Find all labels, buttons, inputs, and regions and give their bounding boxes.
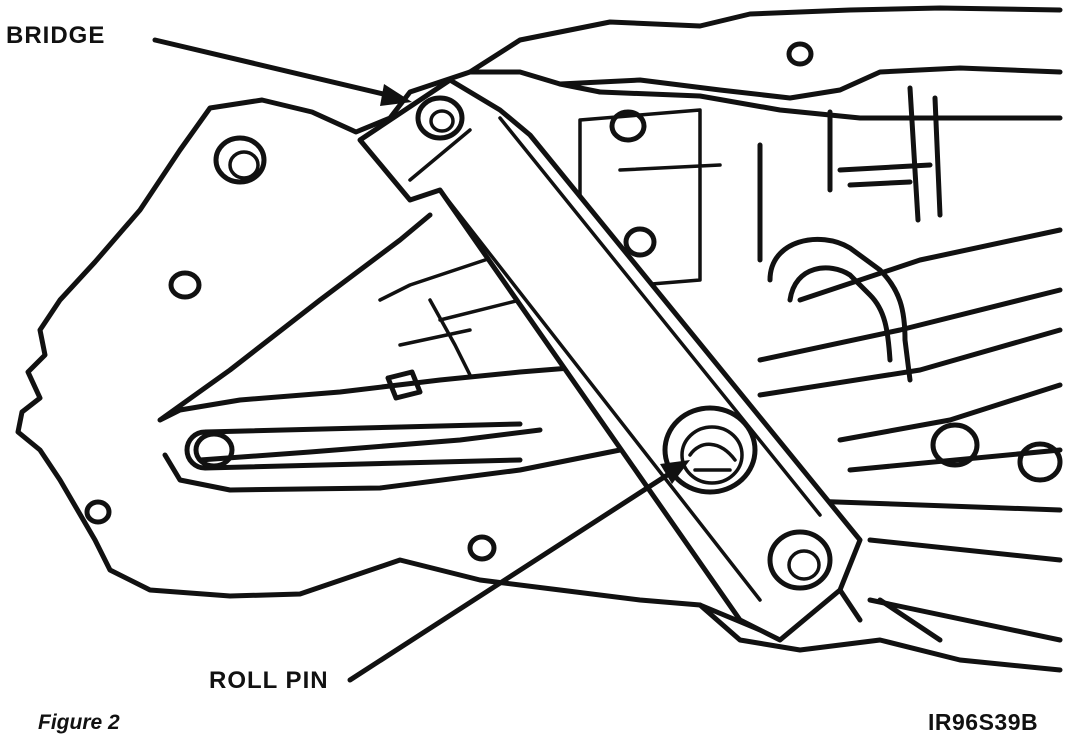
figure-caption: Figure 2	[38, 711, 120, 734]
roll-pin-detail	[688, 442, 737, 472]
bridge-leader-arrowhead	[380, 84, 412, 106]
inner-casting	[157, 212, 623, 493]
slot-end-hole	[193, 431, 235, 469]
bridge-bolt-bottom-inner	[787, 549, 821, 581]
bridge-leader-line	[152, 37, 395, 99]
tube-end	[930, 422, 980, 468]
bridge-label: BRIDGE	[6, 22, 106, 49]
guide-slot	[184, 421, 523, 471]
plate-holes	[84, 41, 814, 562]
tube-end-right	[1017, 441, 1063, 483]
bridge-inner-edge	[408, 116, 822, 602]
reference-code: IR96S39B	[928, 709, 1039, 735]
bridge	[357, 77, 863, 643]
roll-pin-leader-line	[347, 469, 675, 683]
roll-pin-label: ROLL PIN	[209, 667, 329, 694]
upper-bolt	[609, 109, 647, 143]
right-rods	[757, 227, 1063, 643]
upper-pins	[757, 85, 943, 263]
valve-body-plate	[15, 69, 763, 633]
upper-housing-edge	[467, 5, 1063, 121]
inner-rib	[378, 253, 562, 377]
roll-pin-leader-arrowhead	[660, 460, 690, 484]
roll-pin	[680, 425, 744, 485]
bent-tube	[767, 236, 913, 383]
small-clip	[385, 369, 423, 401]
bridge-bolt-top-inner	[429, 109, 455, 133]
